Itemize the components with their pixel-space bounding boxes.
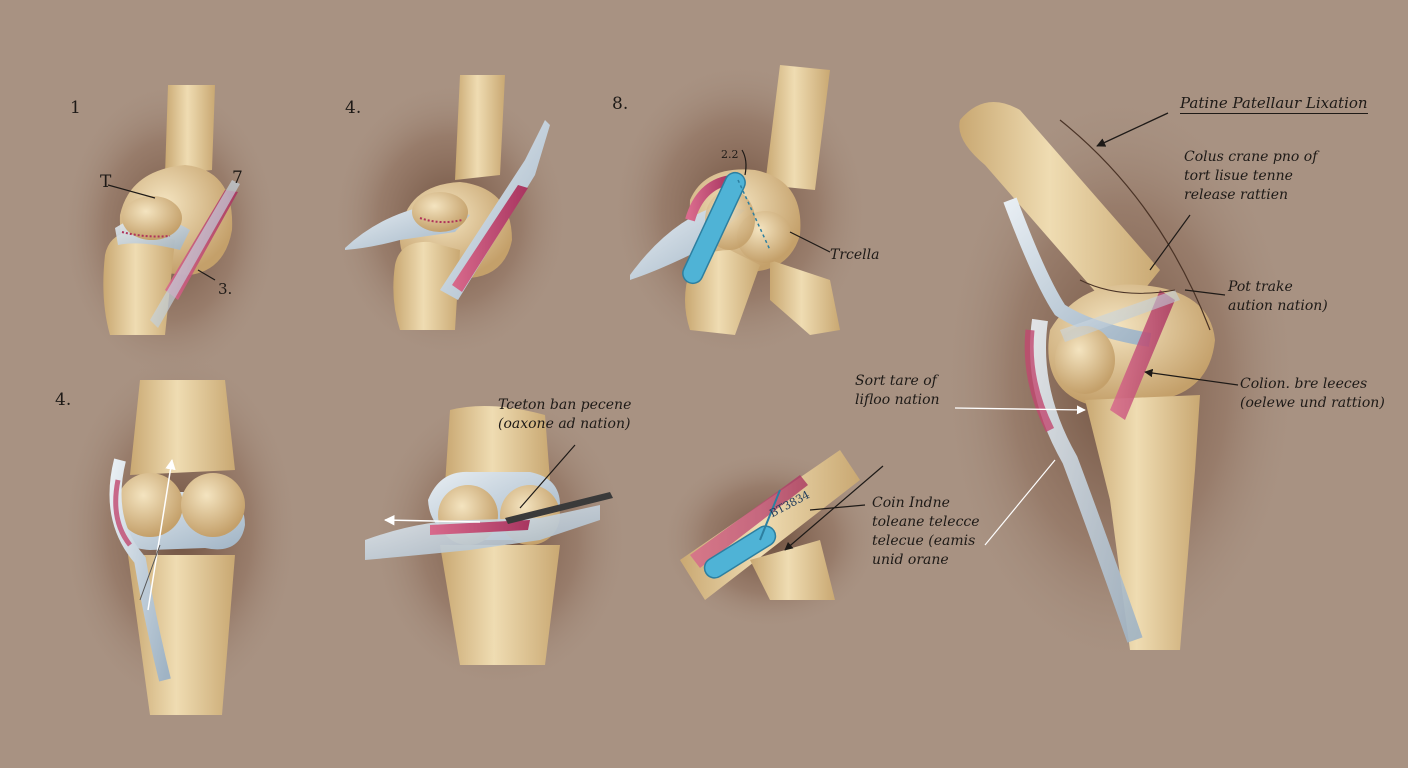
label-colus: Colus crane pno of tort lisue tenne rele… — [1184, 148, 1317, 205]
panel-4-number: 4. — [55, 390, 72, 410]
label-tceton-line-2: (oaxone ad nation) — [498, 416, 631, 432]
panel-1-number: 1 — [70, 98, 81, 118]
label-trcella: Trcella — [830, 247, 880, 263]
label-colus-line-3: release rattien — [1184, 187, 1289, 203]
label-pot: Pot trake aution nation) — [1228, 278, 1328, 316]
label-coin-line-4: unid orane — [872, 552, 949, 568]
label-coin-line-2: toleane telecce — [872, 514, 980, 530]
label-sort-line-1: Sort tare of — [855, 373, 937, 389]
panel-3-mark: 2.2 — [721, 148, 739, 161]
label-pot-line-1: Pot trake — [1228, 279, 1293, 295]
label-coin-line-1: Coin Indne — [872, 495, 950, 511]
panel-2-number: 4. — [345, 98, 362, 118]
label-tceton-line-1: Tceton ban pecene — [498, 397, 632, 413]
panel-1-knee — [60, 80, 280, 380]
label-coin-line-3: telecue (eamis — [872, 533, 976, 549]
panel-1-mark-3: 3. — [218, 280, 233, 298]
label-colus-line-1: Colus crane pno of — [1184, 149, 1318, 165]
label-colion-line-1: Colion. bre leeces — [1240, 376, 1368, 392]
label-coin: Coin Indne toleane telecce telecue (eami… — [872, 494, 980, 570]
label-pot-line-2: aution nation) — [1228, 298, 1328, 314]
panel-5-knee — [365, 390, 630, 690]
label-colion-line-2: (oelewe und rattion) — [1240, 395, 1385, 411]
label-sort-line-2: lifloo nation — [855, 392, 940, 408]
panel-3-knee — [610, 60, 870, 360]
panel-1-mark-t: T — [100, 172, 112, 192]
panel-4-knee — [60, 350, 300, 715]
panel-3-number: 8. — [612, 94, 629, 114]
panel-1-mark-7: 7 — [232, 168, 243, 188]
label-colus-line-2: tort lisue tenne — [1184, 168, 1293, 184]
label-tceton: Tceton ban pecene (oaxone ad nation) — [498, 396, 631, 434]
label-sort: Sort tare of lifloo nation — [855, 372, 940, 410]
diagram-title: Patine Patellaur Lixation — [1180, 94, 1368, 114]
panel-6-knee — [660, 450, 884, 630]
panel-2-knee — [330, 75, 570, 360]
label-colion: Colion. bre leeces (oelewe und rattion) — [1240, 375, 1385, 413]
main-knee-illustration — [940, 90, 1300, 670]
